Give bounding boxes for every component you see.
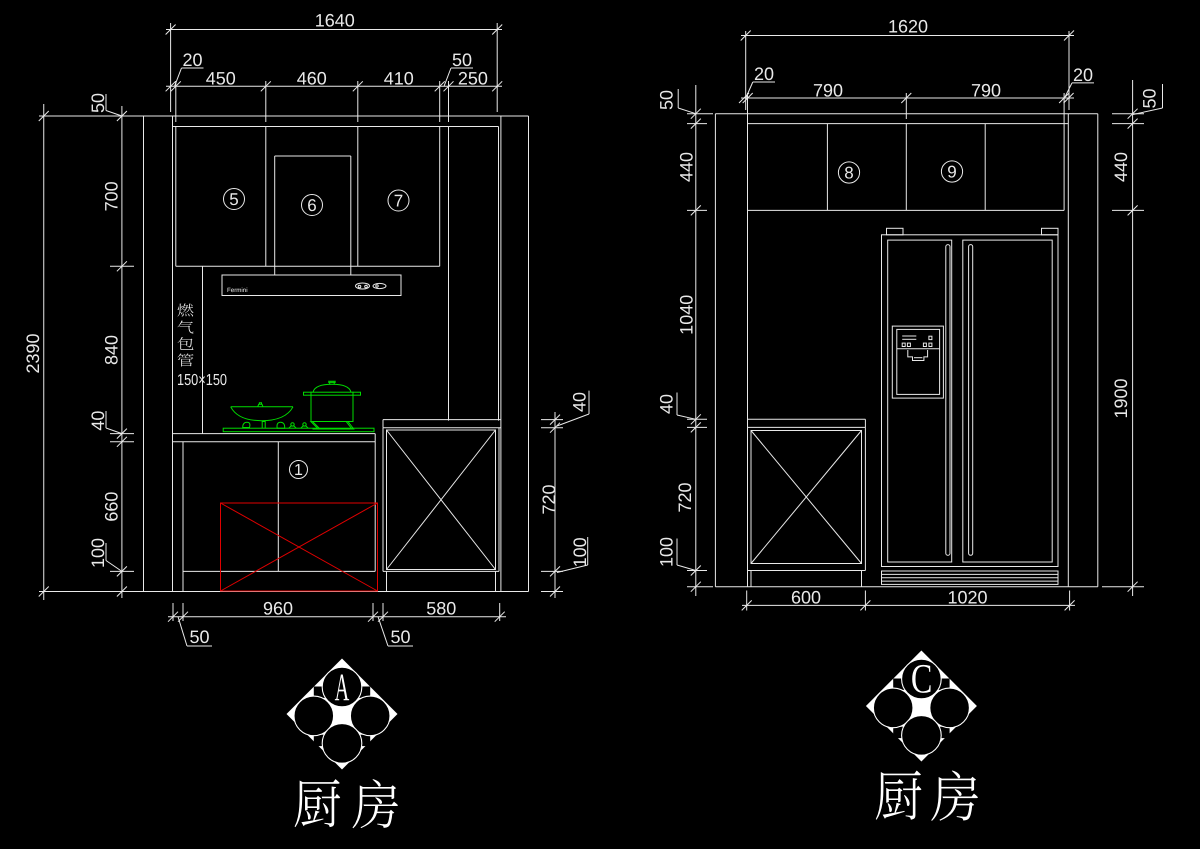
svg-text:50: 50 (88, 93, 108, 113)
svg-text:7: 7 (394, 192, 403, 211)
svg-text:20: 20 (1073, 65, 1093, 85)
svg-text:50: 50 (656, 90, 676, 110)
svg-text:720: 720 (675, 482, 695, 512)
svg-text:40: 40 (656, 394, 676, 414)
svg-text:720: 720 (539, 484, 559, 514)
svg-text:2390: 2390 (23, 333, 43, 373)
svg-text:1620: 1620 (888, 17, 928, 37)
svg-text:580: 580 (426, 599, 456, 619)
svg-text:410: 410 (384, 68, 414, 88)
svg-text:1040: 1040 (676, 295, 696, 335)
svg-text:50: 50 (452, 50, 472, 70)
svg-text:1640: 1640 (315, 11, 355, 31)
svg-text:1020: 1020 (947, 588, 987, 608)
svg-text:8: 8 (844, 164, 853, 183)
svg-text:790: 790 (971, 80, 1001, 100)
svg-text:9: 9 (947, 163, 956, 182)
svg-text:840: 840 (101, 335, 121, 365)
svg-text:100: 100 (88, 538, 108, 568)
svg-text:6: 6 (307, 196, 316, 215)
svg-text:600: 600 (791, 588, 821, 608)
svg-text:1: 1 (294, 462, 303, 479)
svg-text:50: 50 (390, 627, 410, 647)
svg-text:250: 250 (458, 68, 488, 88)
svg-text:20: 20 (182, 50, 202, 70)
svg-text:40: 40 (569, 392, 589, 412)
svg-text:440: 440 (676, 152, 696, 182)
svg-text:Fermini: Fermini (227, 287, 248, 294)
svg-text:660: 660 (101, 492, 121, 522)
svg-text:960: 960 (263, 599, 293, 619)
svg-text:50: 50 (189, 627, 209, 647)
svg-text:5: 5 (229, 190, 238, 209)
svg-text:50: 50 (1139, 88, 1159, 108)
svg-text:460: 460 (297, 68, 327, 88)
svg-text:700: 700 (101, 181, 121, 211)
svg-text:20: 20 (754, 64, 774, 84)
svg-text:440: 440 (1111, 152, 1131, 182)
svg-text:40: 40 (88, 411, 108, 431)
svg-text:100: 100 (570, 537, 590, 567)
svg-text:450: 450 (206, 68, 236, 88)
svg-text:1900: 1900 (1111, 378, 1131, 418)
svg-text:150×150: 150×150 (177, 372, 227, 389)
svg-text:790: 790 (813, 80, 843, 100)
svg-text:100: 100 (656, 537, 676, 567)
